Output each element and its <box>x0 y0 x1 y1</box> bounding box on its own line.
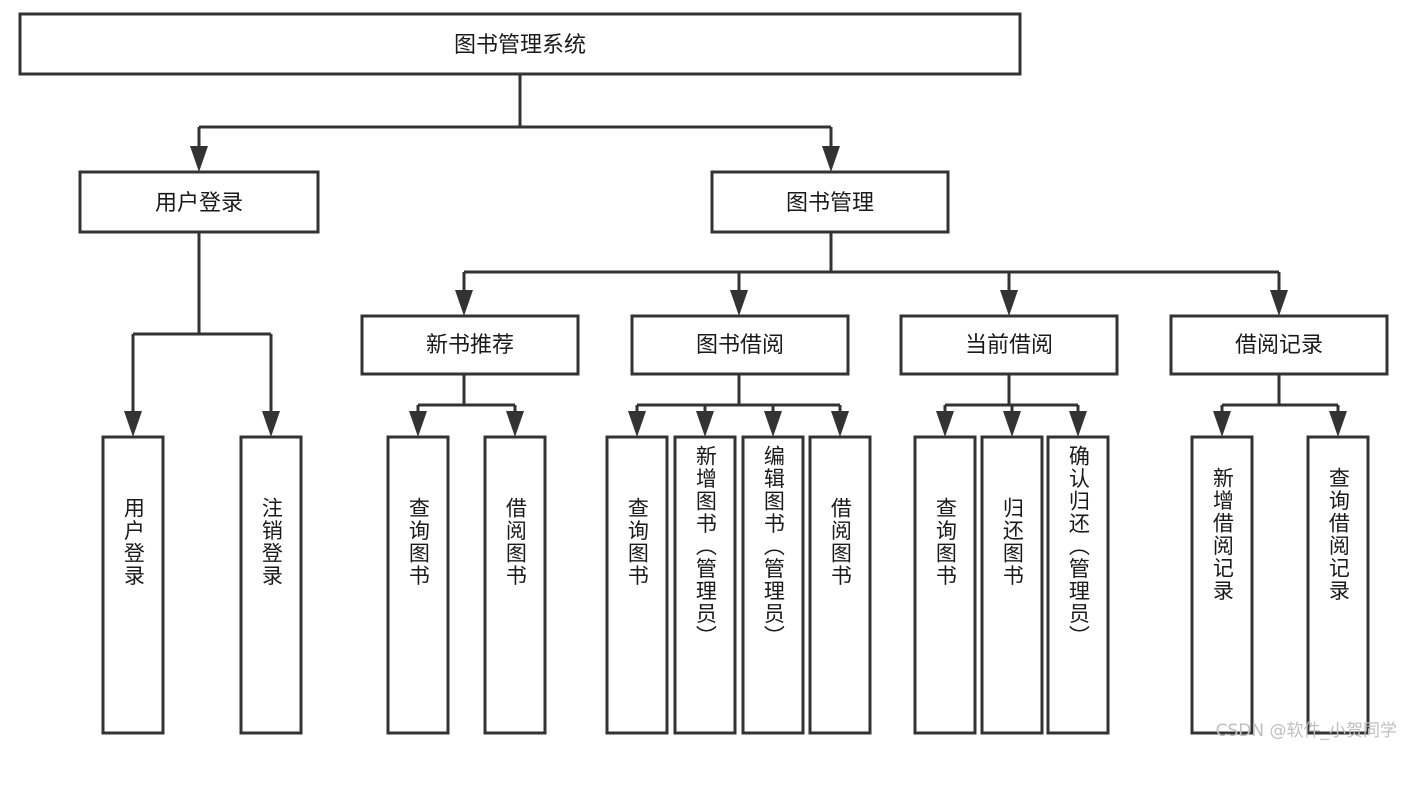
leaf-box-current-borrow-0[interactable] <box>913 435 977 735</box>
leaf-box-borrow-record-0[interactable] <box>1190 435 1254 735</box>
node-new-book-recommend-box[interactable] <box>360 314 580 376</box>
node-book-management[interactable]: 图书管理 <box>710 170 950 234</box>
leaf-box-current-borrow-1[interactable] <box>980 435 1044 735</box>
connector-book-borrow-to-leaves <box>628 374 849 437</box>
arrow-head-leaf <box>262 411 280 437</box>
arrow-head-leaf <box>936 411 954 437</box>
leaf-box-user-login-0[interactable] <box>101 435 165 735</box>
arrow-head-to-borrow-record <box>1270 290 1288 316</box>
arrow-head-to-book-borrow <box>730 290 748 316</box>
arrow-head-to-user-login <box>190 146 208 172</box>
arrow-head-to-book-mgmt <box>822 146 840 172</box>
arrow-head-to-new-book <box>455 290 473 316</box>
arrow-head-leaf <box>124 411 142 437</box>
node-root-box[interactable] <box>18 12 1022 76</box>
node-book-management-box[interactable] <box>710 170 950 234</box>
node-book-borrow-box[interactable] <box>630 314 850 376</box>
arrow-head-leaf <box>506 411 524 437</box>
arrow-head-leaf <box>764 411 782 437</box>
arrow-head-leaf <box>1329 411 1347 437</box>
leaf-box-user-login-1[interactable] <box>239 435 303 735</box>
node-new-book-recommend-label: 新书推荐 <box>426 333 514 358</box>
leaf-box-book-borrow-3[interactable] <box>808 435 872 735</box>
connector-book-mgmt-to-level3 <box>455 232 1288 316</box>
connector-borrow-record-to-leaves <box>1213 374 1347 437</box>
diagram-canvas: 图书管理系统 用户登录 图书管理 新书推荐 图书借阅 当前借阅 借阅记录 <box>18 12 1397 741</box>
leaf-box-book-borrow-0[interactable] <box>605 435 669 735</box>
leaf-box-book-borrow-2[interactable] <box>741 435 805 735</box>
node-book-borrow-label: 图书借阅 <box>696 333 784 358</box>
connector-new-book-to-leaves <box>409 374 524 437</box>
arrow-head-leaf <box>696 411 714 437</box>
leaf-box-current-borrow-2[interactable] <box>1046 435 1110 735</box>
node-current-borrow[interactable]: 当前借阅 <box>899 314 1119 376</box>
connector-root-to-level2 <box>190 74 840 172</box>
node-borrow-record-label: 借阅记录 <box>1235 333 1323 358</box>
node-current-borrow-label: 当前借阅 <box>965 333 1053 358</box>
node-book-borrow[interactable]: 图书借阅 <box>630 314 850 376</box>
node-new-book-recommend[interactable]: 新书推荐 <box>360 314 580 376</box>
leaf-box-book-borrow-1[interactable] <box>673 435 737 735</box>
watermark-text: CSDN @软件_小贺同学 <box>1215 721 1397 741</box>
leaf-box-new-book-1[interactable] <box>483 435 547 735</box>
node-book-management-label: 图书管理 <box>786 191 874 216</box>
node-root-label: 图书管理系统 <box>454 33 586 58</box>
hierarchy-diagram-svg: 图书管理系统 用户登录 图书管理 新书推荐 图书借阅 当前借阅 借阅记录 <box>18 12 1389 735</box>
arrow-head-leaf <box>1069 411 1087 437</box>
arrow-head-leaf <box>831 411 849 437</box>
arrow-head-leaf <box>1003 411 1021 437</box>
node-user-login-box[interactable] <box>78 170 320 234</box>
arrow-head-leaf <box>409 411 427 437</box>
node-borrow-record-box[interactable] <box>1169 314 1389 376</box>
leaf-box-borrow-record-1[interactable] <box>1306 435 1370 735</box>
leaf-box-new-book-0[interactable] <box>386 435 450 735</box>
node-root[interactable]: 图书管理系统 <box>18 12 1022 76</box>
node-user-login-label: 用户登录 <box>155 191 243 216</box>
node-current-borrow-box[interactable] <box>899 314 1119 376</box>
connector-user-login-to-leaves <box>124 232 280 437</box>
arrow-head-to-current-borrow <box>1000 290 1018 316</box>
arrow-head-leaf <box>1213 411 1231 437</box>
arrow-head-leaf <box>628 411 646 437</box>
node-borrow-record[interactable]: 借阅记录 <box>1169 314 1389 376</box>
connector-current-borrow-to-leaves <box>936 374 1087 437</box>
node-user-login[interactable]: 用户登录 <box>78 170 320 234</box>
